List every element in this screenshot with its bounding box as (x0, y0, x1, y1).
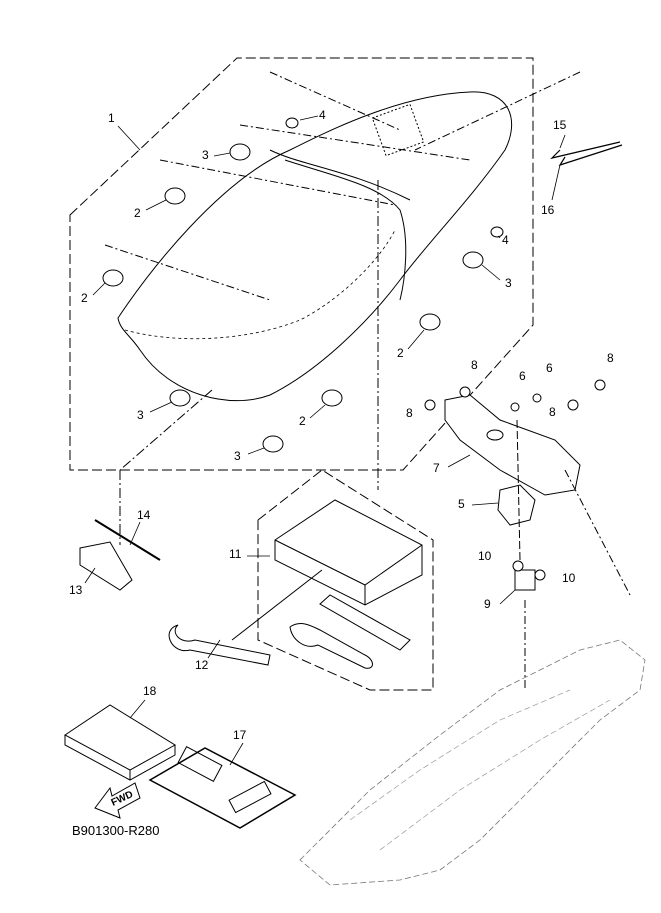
lock-clamp (514, 569, 536, 591)
screwdriver-handle (79, 541, 133, 591)
callout-3: 3 (202, 148, 209, 162)
callout-6: 6 (546, 361, 553, 375)
hook-wrench (168, 624, 271, 666)
hex-wrench (550, 141, 623, 167)
callout-2: 2 (81, 291, 88, 305)
callout-15: 15 (553, 118, 567, 132)
callout-8: 8 (406, 406, 413, 420)
document-bag (148, 747, 297, 829)
fwd-arrow-icon (94, 782, 141, 819)
tool-handle (319, 594, 411, 651)
spanner (289, 623, 373, 669)
callout-12: 12 (195, 658, 209, 672)
callout-3: 3 (505, 276, 512, 290)
callout-10: 10 (562, 571, 576, 585)
seat-group-boundary (69, 57, 534, 471)
callout-7: 7 (433, 461, 440, 475)
tool-bag (274, 499, 423, 606)
owners-manual (64, 704, 176, 771)
callout-13: 13 (69, 583, 83, 597)
callout-3: 3 (137, 408, 144, 422)
diagram-code: B901300-R280 (72, 823, 160, 838)
callout-14: 14 (137, 508, 151, 522)
callout-3: 3 (234, 449, 241, 463)
screwdriver (94, 519, 161, 561)
bolts (424, 379, 606, 581)
toolkit-boundary (257, 469, 434, 691)
seat-lock (497, 484, 536, 526)
callout-2: 2 (134, 206, 141, 220)
callout-9: 9 (484, 597, 491, 611)
callout-2: 2 (299, 414, 306, 428)
frame (299, 639, 646, 886)
seat (117, 91, 513, 402)
callout-16: 16 (541, 203, 555, 217)
callout-5: 5 (458, 497, 465, 511)
callout-4: 4 (502, 233, 509, 247)
callout-11: 11 (229, 547, 242, 561)
callout-6: 6 (519, 369, 526, 383)
callout-18: 18 (143, 684, 157, 698)
seat-step (284, 159, 407, 301)
damper-parts (102, 117, 504, 453)
callout-4: 4 (319, 108, 326, 122)
callout-8: 8 (607, 351, 614, 365)
callout-8: 8 (549, 405, 556, 419)
callout-2: 2 (397, 346, 404, 360)
callout-17: 17 (233, 728, 247, 742)
callout-10: 10 (478, 549, 492, 563)
callout-8: 8 (471, 358, 478, 372)
callout-1: 1 (108, 111, 115, 125)
